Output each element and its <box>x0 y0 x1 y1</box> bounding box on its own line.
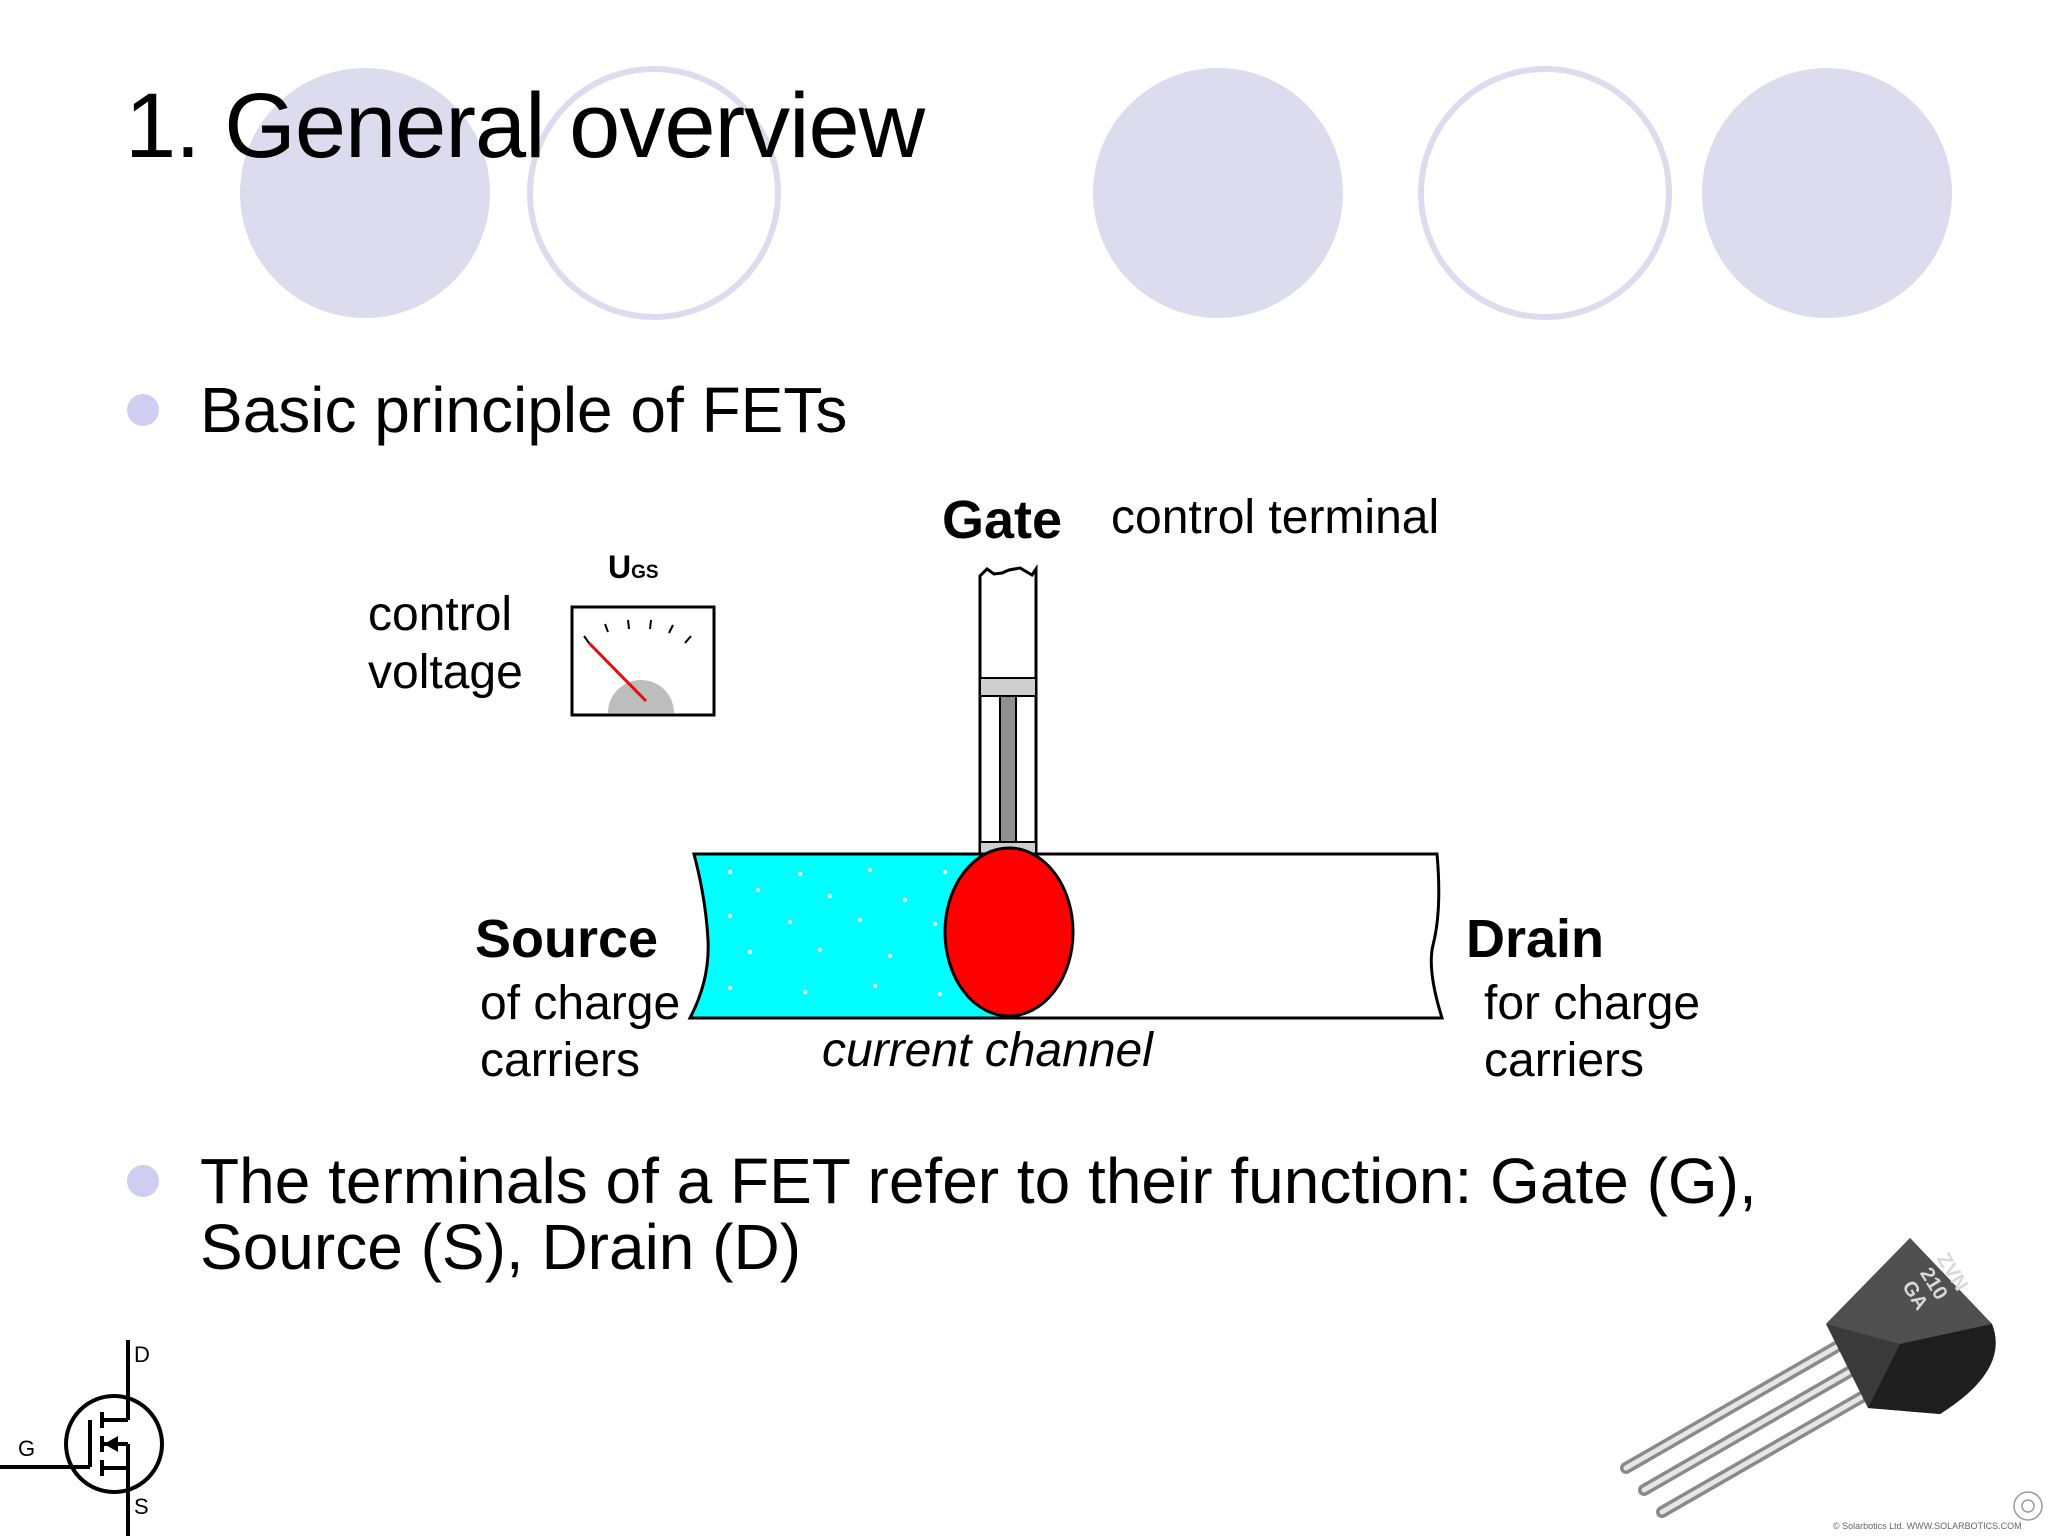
mosfet-symbol: G D S <box>0 1340 164 1536</box>
ugs-label: UGS <box>608 549 659 586</box>
gate-label: Gate <box>942 490 1063 550</box>
transistor-photo: ZVN 210 GA <box>1620 1238 2043 1521</box>
fet-channel-diagram <box>687 564 1445 1020</box>
voltmeter <box>570 605 716 717</box>
bullet-2-line1: The terminals of a FET refer to their fu… <box>200 1145 1757 1217</box>
decor-circle-3 <box>1702 68 1952 318</box>
symbol-gate-label: G <box>18 1436 35 1461</box>
decor-circle-2 <box>1093 68 1343 318</box>
photo-credit: © Solarbotics Ltd. WWW.SOLARBOTICS.COM <box>1833 1521 2022 1531</box>
slide-title: 1. General overview <box>125 75 925 177</box>
decor-circle-1 <box>240 68 490 318</box>
source-desc-line2: carriers <box>480 1034 641 1087</box>
gate-description: control terminal <box>1111 491 1440 544</box>
bullet-2-line2: Source (S), Drain (D) <box>200 1211 801 1283</box>
source-label: Source <box>475 909 659 969</box>
drain-desc-line2: carriers <box>1484 1034 1645 1087</box>
meter-needle <box>587 641 648 703</box>
bullet-1: Basic principle of FETs <box>200 374 848 446</box>
drain-label: Drain <box>1466 909 1605 969</box>
gate-depletion-region <box>943 846 1075 1018</box>
meter-desc-line1: control <box>368 588 513 641</box>
source-desc-line1: of charge <box>480 977 681 1030</box>
bullet-marker-2 <box>127 1165 159 1197</box>
symbol-source-label: S <box>134 1494 149 1519</box>
decor-ring-2 <box>1418 66 1672 320</box>
decor-ring-1 <box>527 66 781 320</box>
drain-desc-line1: for charge <box>1484 977 1701 1030</box>
symbol-drain-label: D <box>134 1342 150 1367</box>
meter-desc-line2: voltage <box>368 646 523 699</box>
channel-label: current channel <box>822 1024 1153 1077</box>
bullet-marker-1 <box>127 394 159 426</box>
ugs-symbol: U <box>608 549 632 585</box>
ugs-subscript: GS <box>631 562 659 583</box>
